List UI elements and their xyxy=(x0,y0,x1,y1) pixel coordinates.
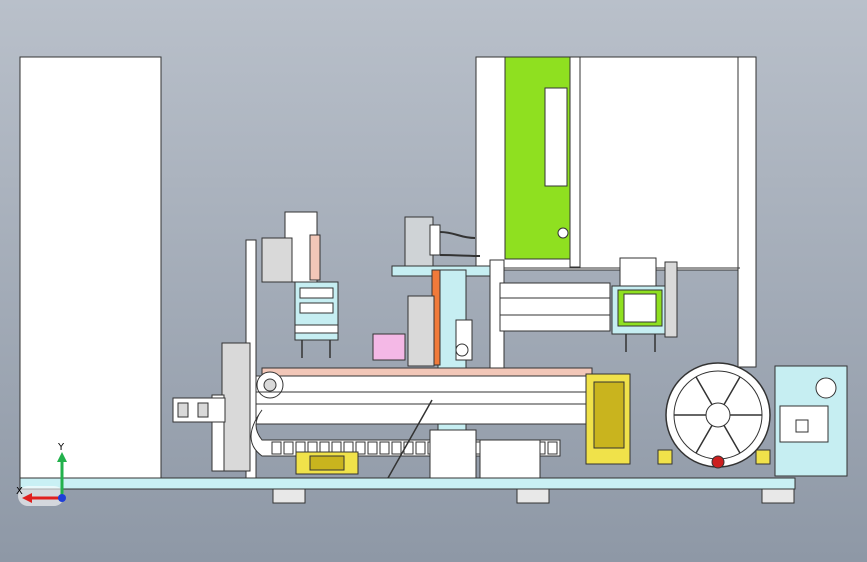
chain-link xyxy=(271,441,282,455)
electrical-control-box xyxy=(774,365,848,477)
handwheel-spoke xyxy=(723,376,741,405)
bottom-frame xyxy=(387,399,541,479)
chain-link xyxy=(391,441,402,455)
coordinate-triad-icon: X Y xyxy=(14,440,74,510)
chain-link xyxy=(283,441,294,455)
chain-link xyxy=(355,441,366,455)
conveyor-belt xyxy=(255,367,593,425)
handwheel-icon[interactable] xyxy=(665,362,771,469)
base-plate xyxy=(19,477,796,490)
right-linear-module xyxy=(489,257,678,379)
left-cabinet-panel xyxy=(19,56,162,479)
chain-link xyxy=(379,441,390,455)
handwheel-spoke xyxy=(695,425,713,454)
machine-feet xyxy=(272,488,795,504)
upper-right-cabinet xyxy=(475,56,757,368)
chain-link xyxy=(367,441,378,455)
handwheel-spoke xyxy=(695,376,713,405)
side-cylinder xyxy=(172,397,226,423)
yellow-brackets xyxy=(295,373,771,475)
handwheel-spoke xyxy=(723,425,741,454)
axis-y-label: Y xyxy=(58,442,65,453)
chain-link xyxy=(415,441,426,455)
chain-link xyxy=(547,441,558,455)
left-pick-head xyxy=(261,211,339,358)
axis-x-label: X xyxy=(16,486,23,497)
